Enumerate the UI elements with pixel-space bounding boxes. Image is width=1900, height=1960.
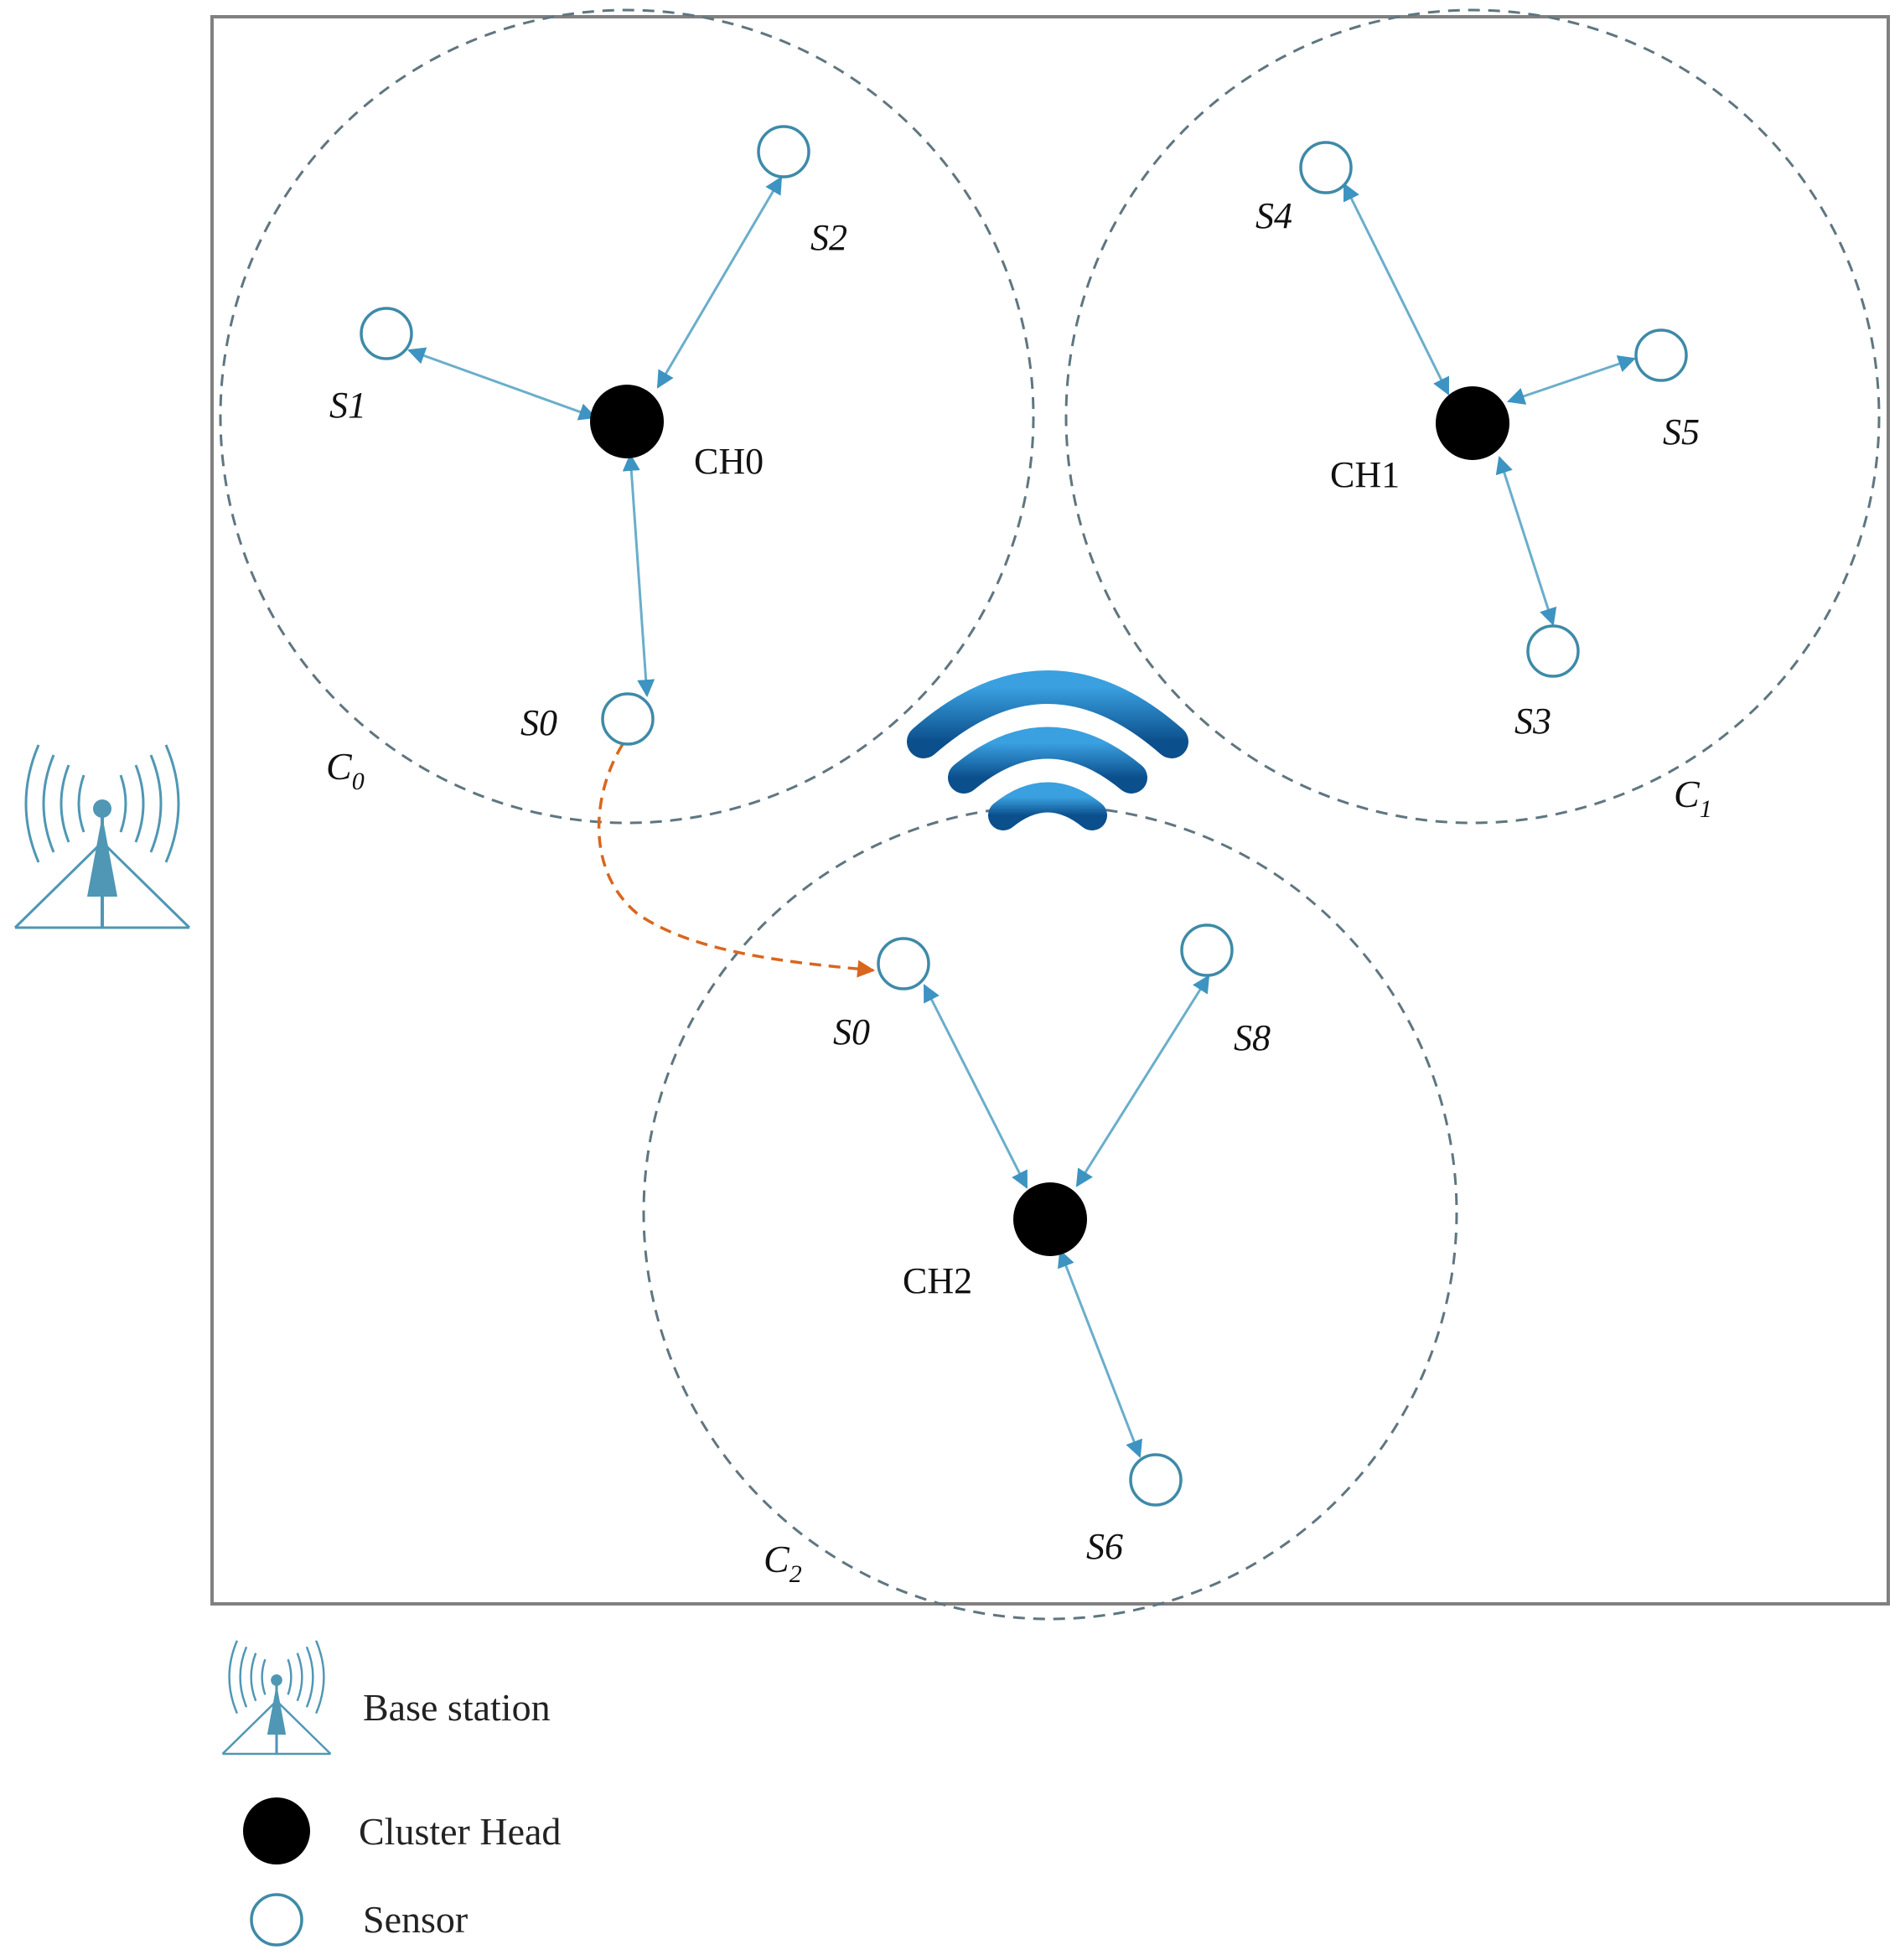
links [407,176,1636,1458]
sensor-c0-s1 [360,307,413,360]
sensor-label-c1-s4: S4 [1255,195,1292,236]
cluster-head-ch2 [1013,1182,1087,1256]
legend-label-cluster-head: Cluster Head [359,1810,561,1853]
cluster-label-c0-sub: 0 [352,768,365,795]
sensor-c1-s5 [1634,328,1688,382]
legend-cluster-head-icon [243,1797,310,1864]
cluster-boundary-c1 [1064,8,1881,825]
sensor-c1-s3 [1526,624,1580,678]
link-ch2-s8 [1075,975,1210,1187]
cluster-label-c0: C0 [326,745,365,795]
sensor-label-c0-s1: S1 [329,385,366,426]
legend-sensor-icon [250,1893,303,1947]
sensor-label-c2-s8: S8 [1234,1017,1271,1058]
link-ch2-s0 [923,984,1028,1189]
link-ch0-s2 [656,176,783,389]
sensor-label-c2-s0: S0 [833,1011,870,1052]
sensor-label-c1-s3: S3 [1514,701,1551,742]
cluster-head-label-ch2: CH2 [903,1260,972,1301]
cluster-boundary-c0 [219,8,1035,825]
cluster-head-label-ch0: CH0 [694,441,764,482]
legend-label-base-station: Base station [363,1686,551,1729]
sensor-c2-s6 [1129,1453,1183,1507]
antenna-tower-icon [13,744,191,929]
link-ch1-s3 [1495,456,1557,626]
network-area-frame [210,15,1890,1606]
cluster-label-c0-main: C [326,745,353,788]
cluster-head-ch0 [590,385,664,458]
sensor-label-c1-s5: S5 [1663,411,1700,453]
sensor-c0-s2 [757,125,810,178]
cluster-label-c1-sub: 1 [1700,795,1712,823]
link-ch0-s0 [622,453,655,698]
sensor-c1-s4 [1299,141,1353,194]
link-ch1-s5 [1507,355,1636,405]
sensor-c2-s8 [1180,923,1234,977]
cluster-label-c2-main: C [764,1538,790,1580]
link-ch1-s4 [1343,183,1450,396]
sensor-label-c2-s6: S6 [1086,1526,1123,1567]
sensor-migration-path [598,743,876,978]
legend: Base station Cluster Head Sensor [221,1640,561,1947]
cluster-label-c2: C2 [764,1538,802,1588]
sensor-label-c0-s0: S0 [520,702,557,743]
cluster-label-c2-sub: 2 [790,1560,802,1588]
legend-label-sensor: Sensor [363,1898,468,1941]
link-ch0-s1 [407,347,597,421]
sensor-c0-s0 [601,692,655,746]
wifi-icon [907,670,1188,830]
sensor-label-c0-s2: S2 [810,217,847,258]
cluster-head-label-ch1: CH1 [1330,454,1400,495]
cluster-label-c1: C1 [1674,773,1712,823]
legend-base-station-icon [221,1640,332,1756]
link-ch2-s6 [1058,1249,1142,1458]
sensor-c2-s0 [877,937,930,990]
cluster-label-c1-main: C [1674,773,1701,815]
cluster-head-ch1 [1436,386,1509,460]
